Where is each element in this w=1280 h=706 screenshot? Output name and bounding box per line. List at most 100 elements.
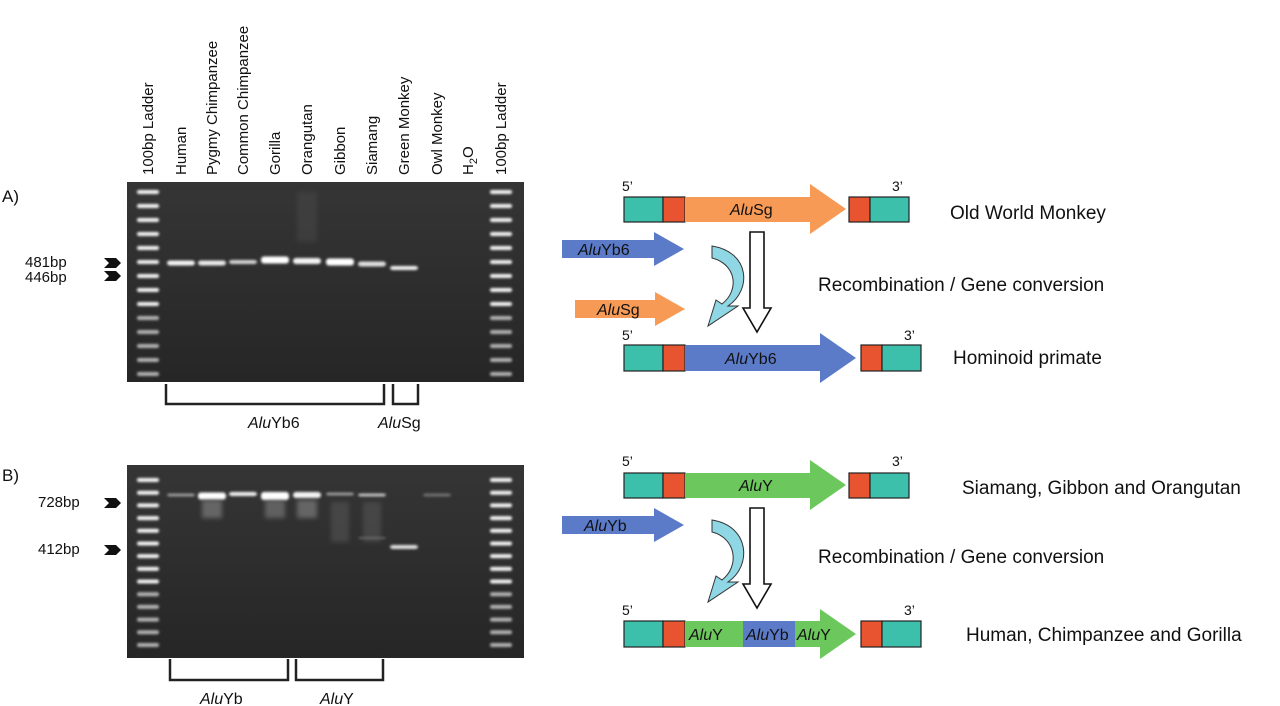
flank-teal-right [869,196,910,223]
gel-smear [363,502,381,542]
flank-teal-right [881,344,922,372]
three-prime-label: 3’ [892,178,903,194]
ladder-band [137,579,159,584]
ladder-band [490,579,512,584]
five-prime-label: 5’ [622,602,633,618]
sample-band [358,493,386,497]
ladder-band [490,643,512,647]
process-label: Recombination / Gene conversion [818,547,1104,568]
aluyb6-element-arrow [685,333,856,383]
gel-a-bands [137,190,512,376]
sample-band [261,256,289,264]
ladder-band [490,232,512,236]
gel-smear [202,500,222,518]
chimeric-segment-label: AluYb [745,627,789,644]
sample-band [293,492,321,498]
sample-band [229,492,257,496]
lane-label: 100bp Ladder [140,82,157,175]
ladder-band [490,528,512,533]
ladder-band [137,630,159,635]
acceptor-label: AluSg [596,302,640,319]
lane-label: Human [173,127,190,175]
sample-band [229,260,257,264]
panel-a-label: A) [2,187,19,206]
ladder-band [490,541,512,546]
lane-label: Green Monkey [396,76,413,175]
top-element-label: AluY [738,478,773,495]
sample-band [358,261,386,267]
five-prime-label: 5’ [622,178,633,194]
sample-band [390,266,418,270]
sample-band [167,493,195,497]
ladder-band [137,503,159,508]
flank-red-right [860,344,883,372]
sample-band [293,258,321,264]
ladder-band [490,288,512,292]
ladder-band [490,503,512,508]
five-prime-label: 5’ [622,327,633,343]
five-prime-label: 5’ [622,453,633,469]
gel-smear [297,192,317,242]
sample-band [261,492,289,500]
lane-label: Gibbon [332,127,349,175]
gel-smear [297,500,317,518]
gel-a [127,182,524,382]
aluyb-donor-arrow [562,508,684,542]
ladder-band [137,316,159,320]
process-label: Recombination / Gene conversion [818,275,1104,296]
flank-red-left [662,472,686,499]
siamang-gibbon-orangutan-label: Siamang, Gibbon and Orangutan [962,478,1241,499]
gel-smear [265,500,285,518]
ladder-band [490,218,512,222]
group-label-aluyb6: AluYb6 [247,415,300,432]
flank-teal-left [623,620,664,648]
ladder-band [137,330,159,334]
ladder-band [490,630,512,635]
ladder-band [137,643,159,647]
marker-446bp-label: 446bp [25,269,67,286]
lane-label: Gorilla [267,131,284,175]
down-arrow-icon [741,507,773,610]
ladder-band [137,372,159,376]
ladder-band [490,358,512,362]
ladder-band [137,554,159,559]
ladder-band [490,554,512,559]
marker-arrow-icon [104,258,121,268]
ladder-band [137,190,159,194]
ladder-band [490,490,512,495]
marker-arrow-icon [104,545,121,555]
sample-band [326,492,354,496]
ladder-band [490,516,512,521]
ladder-band [490,604,512,609]
alusg-element-arrow [685,184,846,234]
ladder-band [490,246,512,250]
sample-band [167,260,195,266]
marker-412bp-label: 412bp [38,541,80,558]
sample-band [198,260,226,266]
aluy-element-arrow [685,460,846,510]
marker-arrow-icon [104,271,121,281]
ladder-band [490,592,512,597]
ladder-band [490,260,512,264]
ladder-band [137,246,159,250]
ladder-band [137,260,159,264]
gel-b-bands [137,478,512,647]
alusg-acceptor-arrow [575,292,685,326]
panel-b-label: B) [2,466,19,485]
bracket-aluyb [168,659,290,682]
lane-label: 100bp Ladder [493,82,510,175]
sample-band [198,492,226,500]
ladder-band [490,190,512,194]
ladder-band [137,490,159,495]
ladder-band [137,516,159,521]
lane-label: Siamang [364,116,381,175]
ladder-band [137,617,159,622]
flank-red-right [848,472,871,499]
bracket-aluy [294,659,385,682]
old-world-monkey-label: Old World Monkey [950,203,1106,224]
flank-red-left [662,344,686,372]
ladder-band [490,204,512,208]
curved-arrow-icon [707,245,745,328]
lane-label: Owl Monkey [429,92,446,175]
